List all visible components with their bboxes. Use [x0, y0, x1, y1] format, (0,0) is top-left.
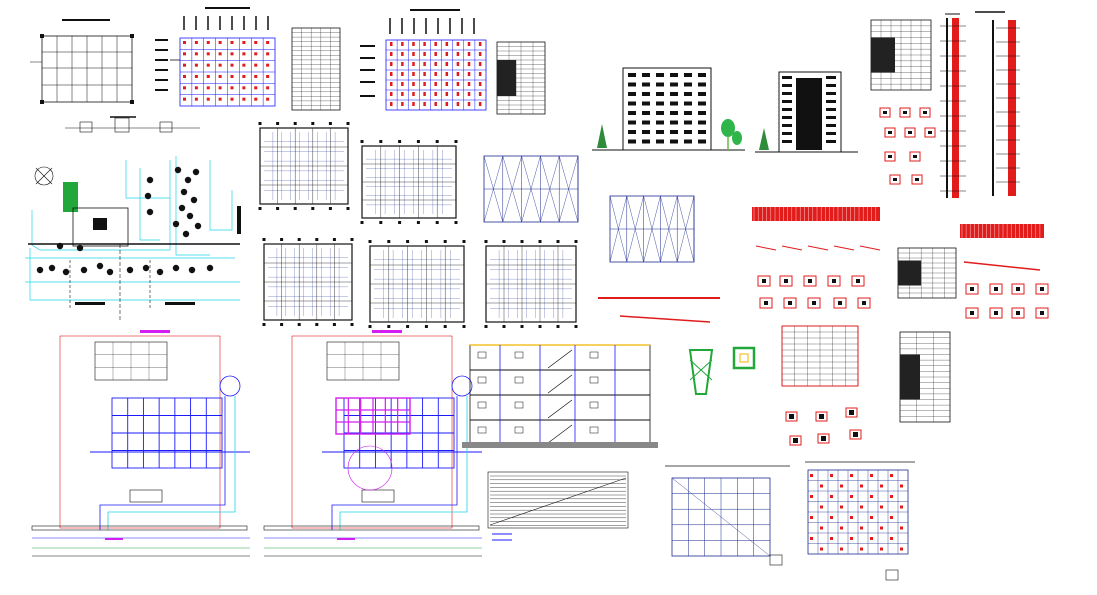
- foundation-grid-plan: [30, 19, 200, 133]
- staircase-detail: [487, 471, 629, 541]
- reinforcement-schedule: [870, 19, 936, 185]
- building-section: [462, 344, 658, 448]
- beam-schedule-table: [496, 41, 546, 115]
- roof-truss-plan: [483, 155, 695, 263]
- beam-reinforcement-details: [598, 207, 1049, 323]
- slab-details: [665, 325, 951, 581]
- front-elevation: [592, 67, 745, 151]
- column-reinforcement-elevations: [940, 11, 1020, 198]
- side-elevation: [755, 71, 858, 153]
- services-layout-plans: [31, 330, 482, 557]
- site-plan: [25, 156, 241, 320]
- floor-plans: [258, 122, 578, 328]
- beam-layout-plan: [360, 9, 487, 111]
- column-layout-plan: [170, 7, 276, 107]
- column-schedule-table: [291, 27, 341, 111]
